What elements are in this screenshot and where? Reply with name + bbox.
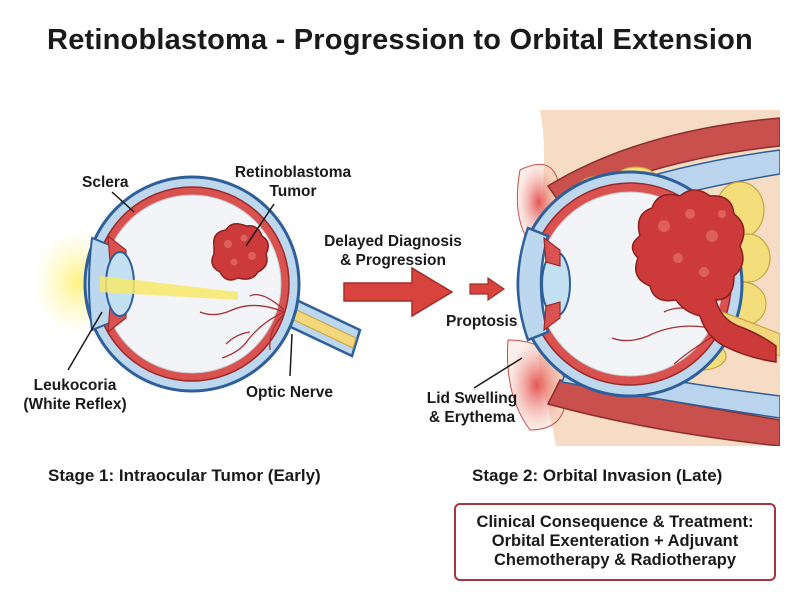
label-tumor-line1: Retinoblastoma (234, 164, 352, 181)
stage1-eye (32, 175, 362, 393)
label-lid-line2: & Erythema (428, 409, 516, 426)
stage1-vessels (199, 293, 285, 359)
page-title: Retinoblastoma - Progression to Orbital … (47, 24, 753, 56)
label-delayed-diagnosis: Delayed Diagnosis & Progression (318, 232, 468, 270)
label-leukocoria-line2: (White Reflex) (23, 396, 127, 413)
stage2-heading: Stage 2: Orbital Invasion (Late) (472, 466, 723, 485)
label-leukocoria: Leukocoria (White Reflex) (10, 376, 140, 414)
stage2-orbit (507, 110, 780, 446)
proptosis-arrow (469, 276, 506, 302)
consequence-line3: Chemotherapy & Radiotherapy (493, 551, 737, 569)
stage2-leader-line (473, 357, 523, 389)
stage1-heading: Stage 1: Intraocular Tumor (Early) (48, 466, 321, 485)
label-proptosis: Proptosis (446, 313, 518, 330)
stage1-tumor (211, 223, 269, 281)
consequence-line2: Orbital Exenteration + Adjuvant (491, 532, 739, 550)
progression-arrow (343, 266, 454, 318)
label-transition-line2: & Progression (340, 252, 446, 269)
label-lid-swelling: Lid Swelling & Erythema (412, 389, 532, 427)
label-tumor-line2: Tumor (269, 183, 317, 200)
stage1-leader-lines (67, 191, 293, 377)
label-transition-line1: Delayed Diagnosis (324, 233, 462, 250)
label-leukocoria-line1: Leukocoria (33, 377, 117, 394)
light-beam (100, 276, 238, 300)
stage2-anterior (516, 226, 550, 342)
clinical-consequence-box: Clinical Consequence & Treatment: Orbita… (454, 503, 776, 581)
label-retinoblastoma-tumor: Retinoblastoma Tumor (228, 163, 358, 201)
label-optic-nerve: Optic Nerve (246, 384, 334, 401)
label-lid-line1: Lid Swelling (426, 390, 518, 407)
consequence-line1: Clinical Consequence & Treatment: (476, 513, 754, 531)
label-sclera: Sclera (82, 174, 129, 191)
